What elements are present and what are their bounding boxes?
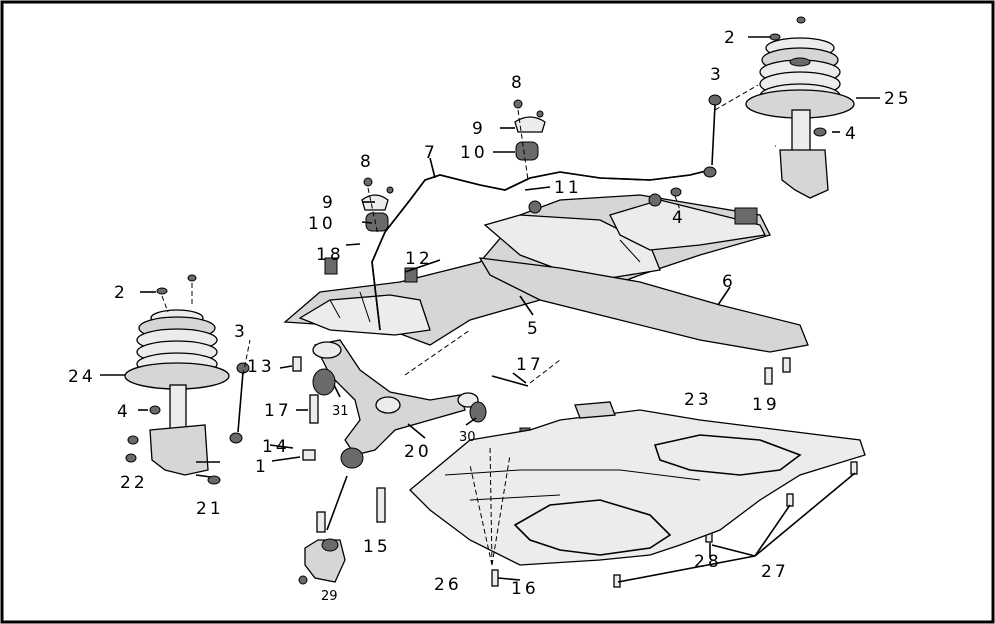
label-8-right: 8 [511, 73, 525, 93]
subframe [283, 193, 809, 353]
label-27: 27 [761, 562, 789, 582]
left-stabilizer-link [229, 362, 250, 444]
label-24: 24 [68, 367, 96, 387]
label-29: 29 [321, 589, 338, 604]
label-13: 13 [247, 357, 275, 377]
dashed-leaders [161, 84, 776, 566]
label-4-left: 4 [117, 402, 131, 422]
label-17-right: 17 [516, 355, 544, 375]
label-8-left: 8 [360, 152, 374, 172]
label-30: 30 [459, 430, 476, 445]
label-18: 18 [316, 245, 344, 265]
label-31: 31 [332, 404, 349, 419]
label-19: 19 [752, 395, 780, 415]
ball-joint [298, 511, 346, 585]
label-9-right: 9 [472, 119, 486, 139]
label-5: 5 [527, 319, 541, 339]
label-4-right-strut: 4 [845, 124, 859, 144]
label-9-left: 9 [322, 193, 336, 213]
label-1: 1 [255, 457, 269, 477]
stabilizer-bushing-left [361, 177, 394, 232]
label-26: 26 [434, 575, 462, 595]
label-25: 25 [884, 89, 912, 109]
label-3-right: 3 [710, 65, 724, 85]
label-17-left: 17 [264, 401, 292, 421]
label-4-subframe: 4 [672, 208, 686, 228]
label-14: 14 [262, 437, 290, 457]
label-3-left: 3 [234, 322, 248, 342]
right-stabilizer-link [670, 94, 722, 197]
stabilizer-bar [371, 169, 711, 331]
stabilizer-bushing-right [513, 99, 546, 161]
label-2-left: 2 [114, 283, 128, 303]
left-strut-assembly [124, 274, 230, 485]
label-20: 20 [404, 442, 432, 462]
callout-labels: 2 3 25 4 4 8 9 10 11 7 8 9 10 18 12 6 5 … [68, 28, 912, 604]
label-28: 28 [694, 552, 722, 572]
label-23: 23 [684, 390, 712, 410]
label-21: 21 [196, 499, 224, 519]
label-7: 7 [424, 143, 438, 163]
label-12: 12 [405, 249, 433, 269]
lower-control-arm [302, 339, 487, 469]
label-22: 22 [120, 473, 148, 493]
label-15: 15 [363, 537, 391, 557]
label-6: 6 [722, 272, 736, 292]
right-strut-assembly [745, 16, 855, 199]
label-10-right: 10 [460, 143, 488, 163]
label-2-right: 2 [724, 28, 738, 48]
label-10-left: 10 [308, 214, 336, 234]
label-11: 11 [554, 178, 582, 198]
leader-lines [100, 36, 880, 583]
engine-under-cover [409, 401, 866, 566]
label-16: 16 [511, 579, 539, 599]
